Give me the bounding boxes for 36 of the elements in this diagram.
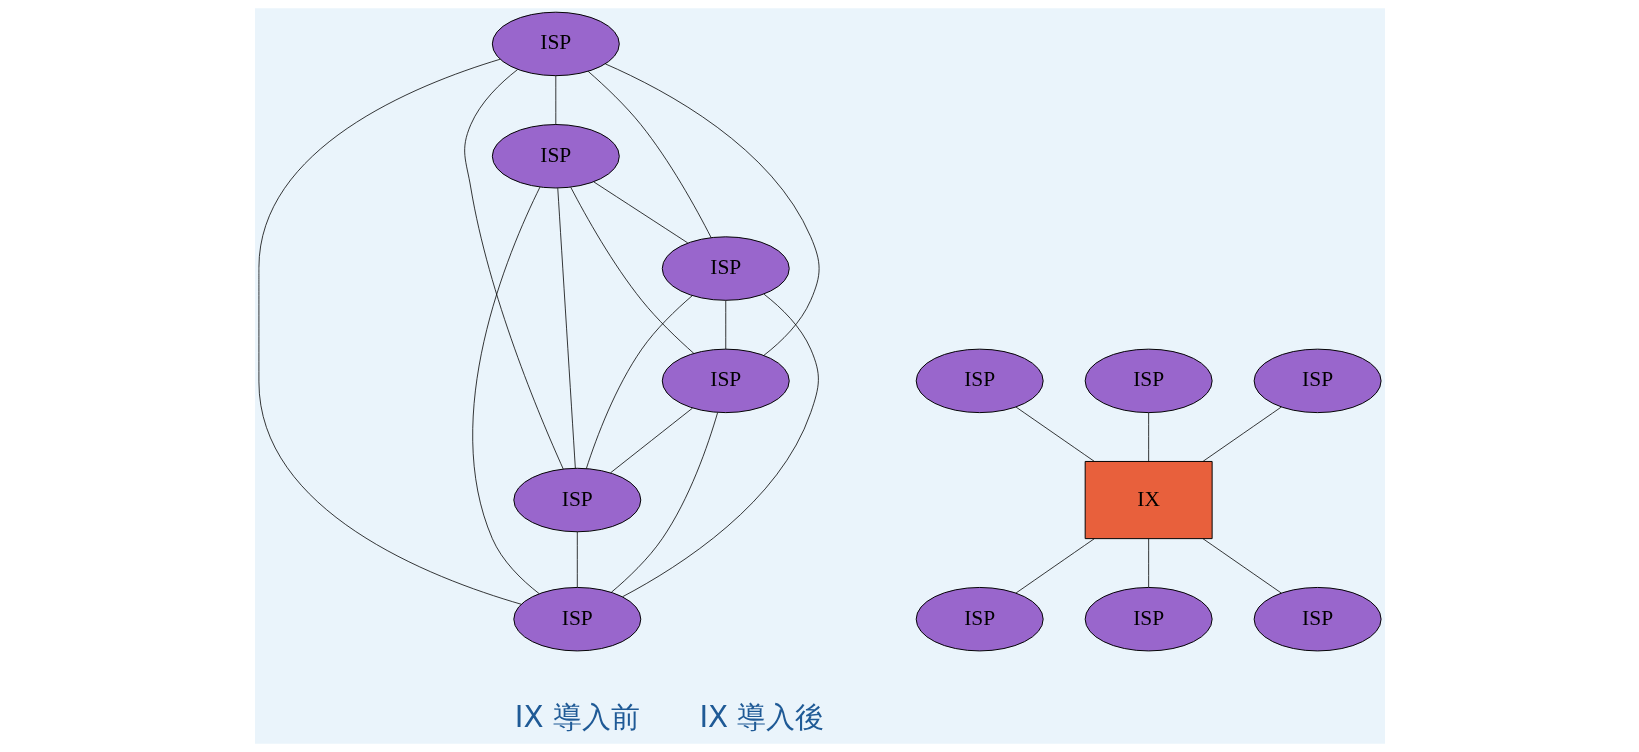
connector bbox=[258, 58, 521, 605]
node-ellipse: ISP bbox=[1084, 348, 1213, 414]
label: IX 導入後 bbox=[698, 700, 824, 735]
node-ellipse: ISP bbox=[1084, 586, 1213, 652]
node-ellipse: ISP bbox=[915, 586, 1044, 652]
label: IX 導入前 bbox=[514, 700, 640, 735]
connector bbox=[585, 295, 693, 469]
connector bbox=[556, 187, 576, 469]
node-ellipse: ISP bbox=[512, 467, 641, 533]
node-ellipse: ISP bbox=[491, 124, 620, 189]
connector bbox=[593, 181, 688, 244]
connector bbox=[724, 300, 726, 350]
connector bbox=[1147, 412, 1149, 462]
connector bbox=[554, 75, 556, 125]
node-box: IX bbox=[1084, 460, 1213, 540]
connector bbox=[587, 70, 711, 238]
connector bbox=[609, 407, 693, 474]
connector bbox=[610, 412, 718, 593]
node-ellipse: ISP bbox=[512, 586, 641, 652]
connector bbox=[569, 186, 694, 354]
connector bbox=[604, 63, 819, 356]
node-ellipse: ISP bbox=[491, 11, 620, 77]
connector bbox=[1202, 406, 1282, 462]
connector bbox=[1015, 538, 1095, 594]
connector bbox=[1015, 406, 1095, 462]
node-ellipse: ISP bbox=[1253, 586, 1382, 652]
connector bbox=[463, 69, 564, 470]
connector bbox=[1147, 538, 1149, 588]
node-ellipse: ISP bbox=[661, 236, 790, 301]
node-ellipse: ISP bbox=[661, 348, 790, 414]
connector bbox=[1202, 538, 1282, 594]
connector bbox=[576, 531, 578, 588]
node-ellipse: ISP bbox=[1253, 348, 1382, 414]
connector bbox=[471, 186, 540, 594]
node-ellipse: ISP bbox=[915, 348, 1044, 414]
connector bbox=[621, 293, 819, 598]
